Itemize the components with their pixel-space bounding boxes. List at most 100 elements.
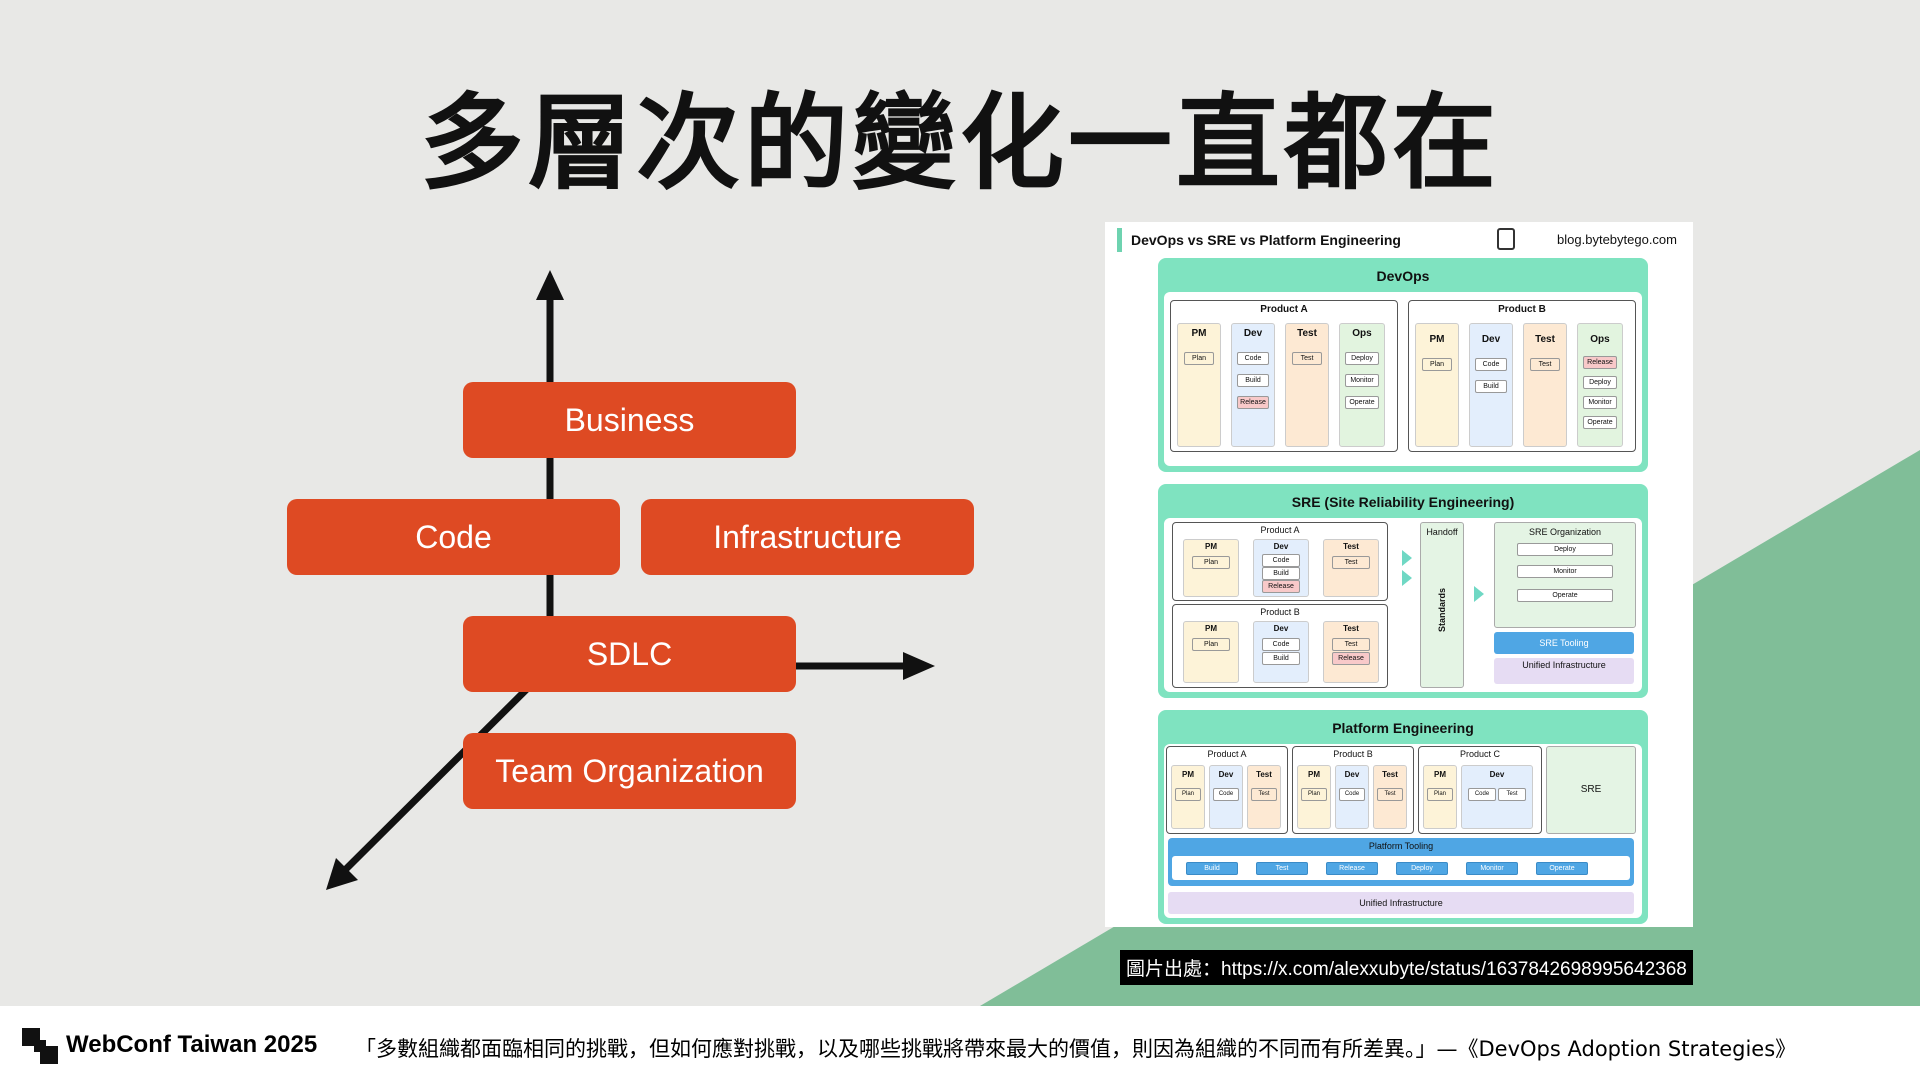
test-chip: Test	[1332, 556, 1370, 569]
footer-quote: 「多數組織都面臨相同的挑戰，但如何應對挑戰，以及哪些挑戰將帶來最大的價值，則因為…	[355, 1037, 1797, 1061]
slide-title: 多層次的變化一直都在	[419, 82, 1500, 204]
sre-title: SRE (Site Reliability Engineering)	[1291, 494, 1515, 510]
sre-unified-infrastructure: Unified Infrastructure	[1494, 658, 1634, 684]
pm-column: PM Plan	[1423, 765, 1457, 829]
plan-chip: Plan	[1184, 352, 1214, 365]
operate-chip: Operate	[1345, 396, 1379, 409]
code-chip: Code	[1475, 358, 1507, 371]
code-chip: Code	[1262, 554, 1300, 567]
handoff-arrow-icon	[1402, 570, 1412, 586]
footer-bar	[0, 1006, 1920, 1080]
dev-label: Dev	[1273, 542, 1289, 551]
platform-engineering-title: Platform Engineering	[1332, 720, 1474, 736]
release-chip: Release	[1583, 356, 1617, 369]
test-column: Test Test	[1285, 323, 1329, 447]
test-label: Test	[1343, 542, 1359, 551]
dev-label: Dev	[1273, 624, 1289, 633]
platform-product-c-label: Product C	[1459, 749, 1501, 759]
pm-column: PM Plan	[1297, 765, 1331, 829]
standards-label: Standards	[1437, 588, 1447, 633]
plan-chip: Plan	[1422, 358, 1452, 371]
sre-tooling-box: SRE Tooling	[1494, 632, 1634, 654]
pm-column: PM Plan	[1183, 621, 1239, 683]
devops-product-a: Product A PM Plan Dev Code Build Release…	[1170, 300, 1398, 452]
plan-chip: Plan	[1192, 556, 1230, 569]
pm-label: PM	[1191, 328, 1207, 339]
deploy-chip: Deploy	[1517, 543, 1613, 556]
dev-label: Dev	[1218, 770, 1234, 779]
test-chip: Test	[1377, 788, 1403, 801]
tool-test: Test	[1256, 862, 1308, 875]
right-arrowhead	[903, 652, 935, 680]
webconf-logo-icon	[22, 1028, 58, 1064]
test-label: Test	[1382, 770, 1398, 779]
ops-label: Ops	[1352, 328, 1372, 339]
header-accent-bar	[1117, 228, 1122, 252]
monitor-chip: Monitor	[1345, 374, 1379, 387]
platform-product-a-label: Product A	[1207, 749, 1247, 759]
tool-monitor: Monitor	[1466, 862, 1518, 875]
dev-label: Dev	[1344, 770, 1360, 779]
platform-tooling-box: Platform Tooling Build Test Release Depl…	[1168, 838, 1634, 886]
pm-column: PM Plan	[1177, 323, 1221, 447]
platform-product-a: Product A PM Plan Dev Code Test Test	[1166, 746, 1288, 834]
test-column: Test Test Release	[1323, 621, 1379, 683]
deploy-chip: Deploy	[1583, 376, 1617, 389]
ops-label: Ops	[1590, 334, 1610, 345]
down-left-arrowhead	[326, 858, 358, 890]
operate-chip: Operate	[1583, 416, 1617, 429]
test-label: Test	[1343, 624, 1359, 633]
devops-product-a-label: Product A	[1260, 304, 1308, 315]
tool-build: Build	[1186, 862, 1238, 875]
test-label: Test	[1256, 770, 1272, 779]
release-chip: Release	[1262, 580, 1300, 593]
devops-title: DevOps	[1376, 268, 1430, 284]
dev-column: Dev Code	[1335, 765, 1369, 829]
code-chip: Code	[1262, 638, 1300, 651]
devops-product-b-label: Product B	[1498, 304, 1546, 315]
plan-chip: Plan	[1427, 788, 1453, 801]
image-source-caption: 圖片出處：https://x.com/alexxubyte/status/163…	[1120, 950, 1693, 985]
dev-column: Dev Code Build	[1253, 621, 1309, 683]
sre-organization-box: SRE Organization Deploy Monitor Operate	[1494, 522, 1636, 628]
diagram-source: blog.bytebytego.com	[1557, 232, 1677, 247]
standards-arrow-icon	[1474, 586, 1484, 602]
monitor-chip: Monitor	[1583, 396, 1617, 409]
tool-deploy: Deploy	[1396, 862, 1448, 875]
test-column: Test Test	[1373, 765, 1407, 829]
handoff-arrow-icon	[1402, 550, 1412, 566]
code-chip: Code	[1237, 352, 1269, 365]
test-chip: Test	[1332, 638, 1370, 651]
pm-label: PM	[1308, 770, 1320, 779]
pm-label: PM	[1205, 542, 1217, 551]
code-chip: Code	[1468, 788, 1496, 801]
test-column: Test Test	[1523, 323, 1567, 447]
tool-operate: Operate	[1536, 862, 1588, 875]
test-chip: Test	[1251, 788, 1277, 801]
deploy-chip: Deploy	[1345, 352, 1379, 365]
test-column: Test Test	[1323, 539, 1379, 597]
pm-label: PM	[1429, 334, 1445, 345]
release-chip: Release	[1332, 652, 1370, 665]
build-chip: Build	[1262, 652, 1300, 665]
dev-column: Dev Code Build	[1469, 323, 1513, 447]
build-chip: Build	[1262, 567, 1300, 580]
sre-product-b-label: Product B	[1260, 607, 1300, 617]
plan-chip: Plan	[1301, 788, 1327, 801]
platform-inner: Product A PM Plan Dev Code Test Test Pro…	[1164, 744, 1642, 918]
code-chip: Code	[1213, 788, 1239, 801]
test-chip: Test	[1498, 788, 1526, 801]
pm-column: PM Plan	[1415, 323, 1459, 447]
dev-column: Dev Code Build Release	[1231, 323, 1275, 447]
build-chip: Build	[1475, 380, 1507, 393]
plan-chip: Plan	[1175, 788, 1201, 801]
sre-organization-label: SRE Organization	[1528, 527, 1602, 537]
sre-product-a: Product A PM Plan Dev Code Build Release…	[1172, 522, 1388, 601]
release-chip: Release	[1237, 396, 1269, 409]
pm-column: PM Plan	[1171, 765, 1205, 829]
test-label: Test	[1535, 334, 1555, 345]
dev-column: Dev Code Test	[1461, 765, 1533, 829]
platform-unified-infrastructure: Unified Infrastructure	[1168, 892, 1634, 914]
up-arrowhead	[536, 270, 564, 300]
